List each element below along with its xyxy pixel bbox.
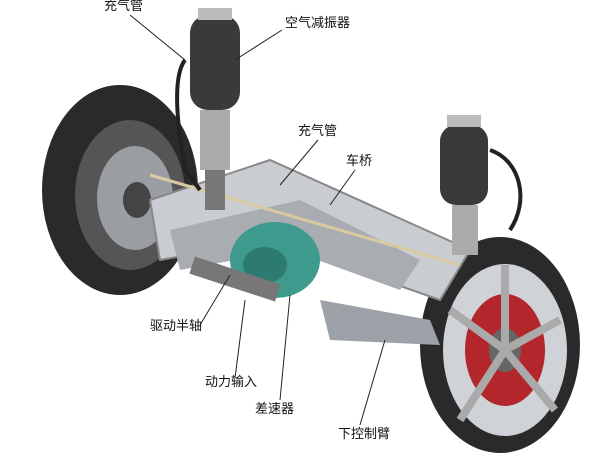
left-air-damper [190,8,240,210]
label-air-damper: 空气减振器 [285,16,351,31]
leader-lines [129,14,386,426]
label-power-input: 动力输入 [205,375,258,390]
air-pipe [175,58,202,192]
drive-half-shaft [189,256,281,302]
left-wheel [42,85,198,295]
label-axle: 车桥 [346,154,373,169]
air-pipe [489,148,523,232]
label-air-pipe-top: 充气管 [104,0,144,14]
label-lower-control-arm: 下控制臂 [338,427,391,442]
lower-control-arm [320,300,440,345]
label-air-pipe-mid: 充气管 [298,124,338,139]
label-differential: 差速器 [255,402,295,417]
right-wheel [420,237,580,453]
label-drive-half-shaft: 驱动半轴 [150,319,203,334]
right-air-damper [440,115,488,255]
